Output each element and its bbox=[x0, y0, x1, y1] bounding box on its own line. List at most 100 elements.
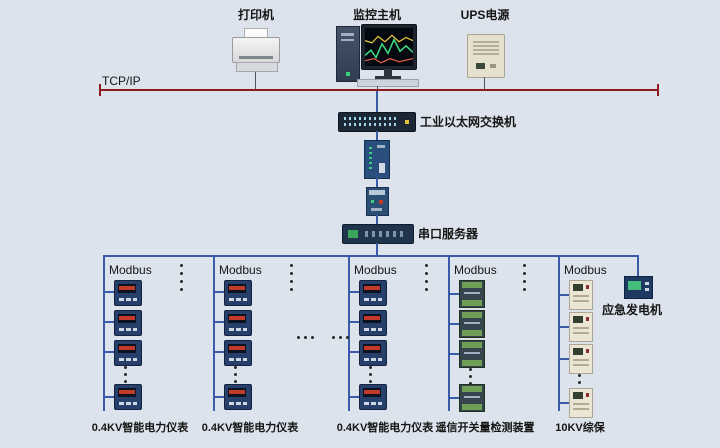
more-devices-ellipsis bbox=[290, 264, 293, 291]
connector-line bbox=[377, 86, 378, 90]
device-stub bbox=[215, 396, 224, 398]
protection-relay-icon bbox=[569, 312, 593, 342]
modbus-bus-line bbox=[103, 255, 105, 411]
remote-io-module-icon bbox=[459, 310, 485, 338]
device-stub bbox=[350, 396, 359, 398]
modbus-bus-line bbox=[348, 255, 350, 411]
keyboard-icon bbox=[357, 79, 419, 87]
device-stub bbox=[105, 291, 114, 293]
device-stub bbox=[350, 351, 359, 353]
connector-line bbox=[376, 215, 378, 224]
connector-line bbox=[484, 77, 485, 90]
modbus-segment-4: Modbus 遥信开关量检测装置 bbox=[436, 255, 548, 448]
device-stub bbox=[105, 351, 114, 353]
tcpip-bus-end-tick bbox=[99, 84, 101, 96]
computer-tower-icon bbox=[336, 26, 360, 82]
protection-relay-icon bbox=[569, 344, 593, 374]
power-meter-icon bbox=[359, 310, 387, 336]
modbus-bus-line bbox=[213, 255, 215, 411]
power-meter-icon bbox=[224, 310, 252, 336]
more-devices-ellipsis bbox=[180, 264, 183, 291]
bus-devices-label: 遥信开关量检测装置 bbox=[435, 422, 535, 434]
device-stub bbox=[450, 353, 459, 355]
monitor-base bbox=[375, 76, 401, 79]
power-meter-icon bbox=[359, 384, 387, 410]
modbus-label: Modbus bbox=[109, 263, 152, 277]
connector-line bbox=[376, 131, 378, 140]
device-stub bbox=[560, 402, 569, 404]
more-devices-ellipsis bbox=[425, 264, 428, 291]
device-stub bbox=[215, 321, 224, 323]
ups-label: UPS电源 bbox=[460, 8, 510, 22]
connector-line bbox=[637, 255, 639, 276]
monitor-stand bbox=[384, 69, 392, 76]
generator-controller-icon bbox=[624, 276, 653, 299]
power-meter-icon bbox=[359, 280, 387, 306]
ups-icon bbox=[467, 34, 505, 78]
bus-devices-label: 0.4KV智能电力仪表 bbox=[201, 422, 299, 434]
modbus-label: Modbus bbox=[219, 263, 262, 277]
connector-line bbox=[376, 178, 378, 187]
monitor-icon bbox=[361, 24, 417, 70]
device-stub bbox=[350, 321, 359, 323]
monitoring-host-label: 监控主机 bbox=[352, 8, 401, 22]
modbus-label: Modbus bbox=[454, 263, 497, 277]
modbus-segment-3: Modbus 0.4KV智能电力仪表 bbox=[337, 255, 448, 448]
ethernet-switch-label: 工业以太网交换机 bbox=[420, 115, 517, 129]
power-meter-icon bbox=[224, 384, 252, 410]
more-buses-ellipsis bbox=[297, 336, 349, 339]
device-stub bbox=[560, 294, 569, 296]
tcpip-bus-line bbox=[100, 89, 658, 91]
modbus-label: Modbus bbox=[354, 263, 397, 277]
modbus-bus-line bbox=[558, 255, 560, 411]
remote-io-module-icon bbox=[459, 384, 485, 412]
bus-devices-label: 0.4KV智能电力仪表 bbox=[91, 422, 189, 434]
more-devices-ellipsis bbox=[124, 366, 127, 383]
modbus-trunk-line bbox=[103, 255, 639, 257]
power-meter-icon bbox=[224, 340, 252, 366]
protection-relay-icon bbox=[569, 388, 593, 418]
connector-line bbox=[376, 243, 378, 255]
printer-icon bbox=[232, 28, 280, 72]
device-stub bbox=[215, 291, 224, 293]
power-meter-icon bbox=[114, 310, 142, 336]
generator-branch: 应急发电机 bbox=[602, 255, 684, 335]
connector-line bbox=[255, 72, 256, 90]
modbus-label: Modbus bbox=[564, 263, 607, 277]
device-stub bbox=[450, 397, 459, 399]
serial-server-icon bbox=[342, 224, 414, 244]
remote-io-module-icon bbox=[459, 340, 485, 368]
device-stub bbox=[350, 291, 359, 293]
device-stub bbox=[560, 358, 569, 360]
tcpip-label: TCP/IP bbox=[102, 74, 141, 88]
serial-server-label: 串口服务器 bbox=[418, 227, 479, 241]
power-meter-icon bbox=[114, 340, 142, 366]
protocol-converter-icon bbox=[366, 187, 389, 216]
generator-label: 应急发电机 bbox=[601, 303, 662, 317]
more-devices-ellipsis bbox=[469, 368, 472, 385]
bus-devices-label: 10KV综保 bbox=[555, 422, 605, 434]
bus-devices-label: 0.4KV智能电力仪表 bbox=[336, 422, 434, 434]
ethernet-switch-icon bbox=[338, 112, 416, 132]
printer-label: 打印机 bbox=[237, 8, 274, 22]
tcpip-bus-end-tick bbox=[657, 84, 659, 96]
more-devices-ellipsis bbox=[523, 264, 526, 291]
power-meter-icon bbox=[114, 280, 142, 306]
modbus-segment-5: Modbus 10KV综保 bbox=[555, 255, 658, 448]
more-devices-ellipsis bbox=[234, 366, 237, 383]
device-stub bbox=[450, 293, 459, 295]
power-meter-icon bbox=[359, 340, 387, 366]
modbus-segment-1: Modbus 0.4KV智能电力仪表 bbox=[92, 255, 203, 448]
waveform-screen bbox=[365, 28, 413, 66]
device-stub bbox=[215, 351, 224, 353]
modbus-bus-line bbox=[448, 255, 450, 411]
remote-io-module-icon bbox=[459, 280, 485, 308]
more-devices-ellipsis bbox=[369, 366, 372, 383]
device-stub bbox=[105, 396, 114, 398]
connector-line bbox=[376, 91, 378, 112]
device-stub bbox=[450, 323, 459, 325]
media-converter-icon bbox=[364, 140, 390, 179]
device-stub bbox=[560, 326, 569, 328]
modbus-segment-2: Modbus 0.4KV智能电力仪表 bbox=[202, 255, 313, 448]
